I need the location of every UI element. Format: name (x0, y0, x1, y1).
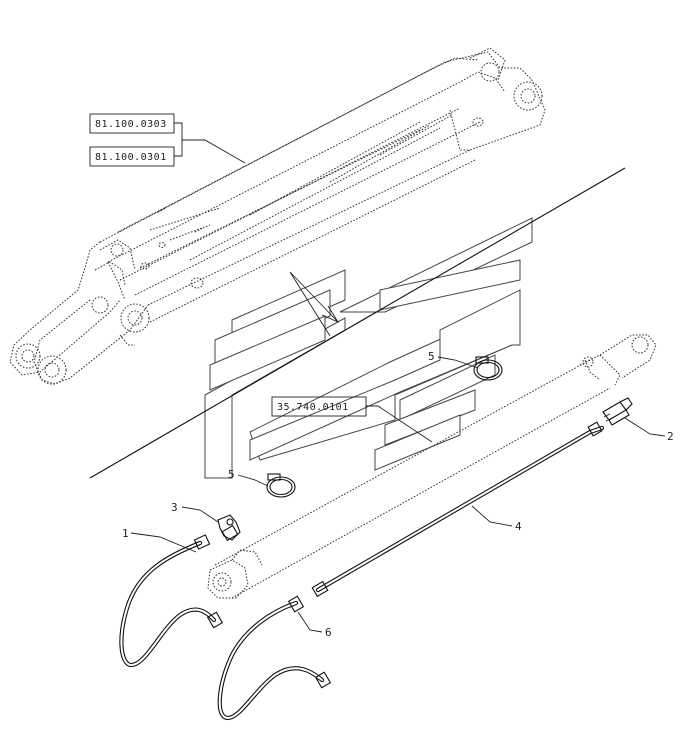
leader-3 (181, 506, 219, 523)
callout-6: 6 (325, 626, 332, 639)
separator-line (89, 167, 626, 479)
ref-label: 81.100.0301 (95, 152, 167, 163)
adapter-fitting (602, 397, 633, 426)
boom-arm (9, 47, 546, 385)
hose-clamp-upper (473, 356, 503, 381)
elbow-fitting (217, 514, 241, 542)
arrow-leader (289, 271, 340, 337)
hydraulic-cylinder (207, 334, 657, 599)
leader-5a (437, 356, 479, 369)
ref-box-frame (89, 146, 175, 167)
callout-5-lower: 5 (228, 468, 235, 481)
ref-label: 35.740.0101 (277, 402, 349, 413)
ref-box-frame (89, 113, 175, 134)
callout-4: 4 (515, 520, 522, 533)
reference-box-81-100-0303[interactable]: 81.100.0303 (89, 113, 175, 134)
leader-6 (297, 611, 323, 633)
leader-5b (237, 474, 269, 487)
callout-2: 2 (667, 430, 674, 443)
leader-2 (624, 417, 666, 437)
ref-box-frame (271, 396, 367, 417)
ref-label: 81.100.0303 (95, 119, 167, 130)
hose-clamp-lower (266, 473, 296, 498)
flexible-hose-1 (119, 534, 224, 668)
ref-leader-cylinder (366, 405, 433, 443)
leader-1 (130, 532, 197, 553)
rigid-tube (311, 421, 605, 598)
flexible-hose-6 (217, 595, 332, 721)
watermark-logo (204, 217, 533, 479)
reference-box-35-740-0101[interactable]: 35.740.0101 (271, 396, 367, 417)
callout-3: 3 (171, 501, 178, 514)
callout-5-upper: 5 (428, 350, 435, 363)
leader-4 (471, 505, 513, 527)
reference-box-81-100-0301[interactable]: 81.100.0301 (89, 146, 175, 167)
ref-leader-arm (174, 122, 246, 164)
callout-1: 1 (122, 527, 129, 540)
